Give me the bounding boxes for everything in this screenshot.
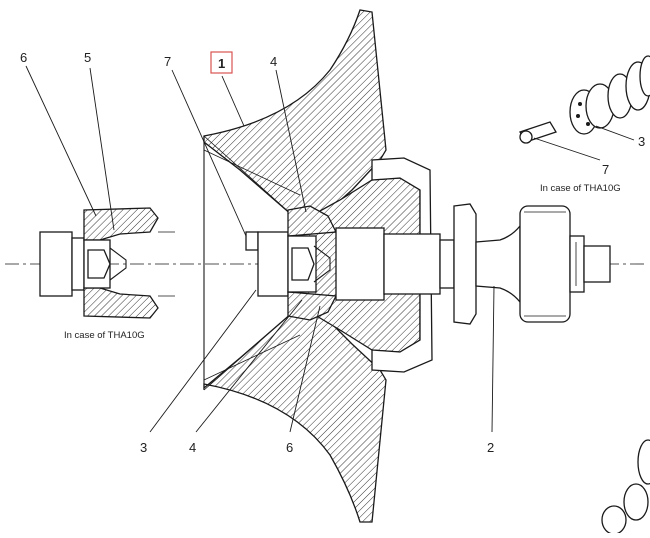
inner-cone-line-1	[203, 135, 301, 223]
left-hex-nut	[87, 249, 111, 279]
leader-5	[89, 67, 115, 231]
center-seal-lower	[287, 291, 338, 321]
callout-3-bottom: 3	[140, 440, 147, 455]
leader-6-left	[25, 65, 97, 217]
left-nut-lower-section	[83, 287, 159, 319]
inner-cone-line-3	[203, 149, 301, 196]
note-tha10g-left: In case of THA10G	[64, 330, 145, 341]
turbine-wheel-hub	[519, 205, 571, 323]
shaft	[335, 203, 611, 325]
leader-3-right	[595, 125, 635, 141]
shaft-body	[383, 233, 441, 295]
callout-5: 5	[84, 50, 91, 65]
shaft-end-washer	[569, 235, 585, 293]
thrust-collar	[453, 203, 477, 325]
callout-4-bottom: 4	[189, 440, 196, 455]
impeller-wheel	[203, 9, 433, 523]
left-nut-upper-section	[83, 207, 159, 241]
screw-head	[519, 130, 533, 144]
center-nut-assembly	[245, 205, 338, 321]
leader-lines	[25, 65, 635, 433]
leader-3-bottom	[149, 289, 257, 433]
impeller-upper-blade	[203, 9, 387, 223]
nut-hole-3	[586, 122, 590, 126]
partial-ring-3	[601, 505, 627, 535]
leader-1	[221, 75, 245, 127]
leader-4-bottom	[195, 299, 303, 433]
left-bolt-head	[39, 231, 73, 297]
center-cone	[313, 245, 331, 283]
partial-ring-2	[623, 483, 649, 521]
center-seal-upper	[287, 205, 338, 237]
callout-1-box	[210, 51, 233, 74]
impeller-lower-blade	[203, 305, 387, 523]
center-hex-nut	[291, 247, 315, 281]
leader-7-mid	[171, 69, 247, 237]
left-cone	[109, 247, 127, 281]
leader-7-right	[533, 137, 601, 161]
inner-cone-line-2	[203, 305, 301, 391]
leader-2	[491, 285, 495, 433]
left-stud	[71, 237, 85, 291]
center-pin	[245, 231, 259, 251]
callout-7-mid: 7	[164, 54, 171, 69]
callout-2: 2	[487, 440, 494, 455]
partial-ring-1	[637, 439, 650, 485]
bottom-right-partial-parts	[601, 439, 650, 535]
callout-1: 1	[218, 56, 225, 71]
callout-6-bottom: 6	[286, 440, 293, 455]
left-nut-detail	[39, 207, 175, 319]
callout-6-left: 6	[20, 50, 27, 65]
shaft-step	[439, 239, 455, 289]
callout-3-right: 3	[638, 134, 645, 149]
exploded-nut-parts	[519, 55, 650, 144]
shaft-sleeve	[335, 227, 385, 301]
nut-hole-2	[576, 114, 580, 118]
shaft-end-nut	[583, 245, 611, 283]
leader-6-bottom	[289, 305, 321, 433]
nut-hole-1	[578, 102, 582, 106]
callout-4-top: 4	[270, 54, 277, 69]
inner-cone-line-4	[203, 334, 301, 381]
shaft-neck	[475, 224, 521, 304]
center-bolt-head	[257, 231, 289, 297]
callout-7-right: 7	[602, 162, 609, 177]
note-tha10g-right: In case of THA10G	[540, 183, 621, 194]
leader-4-top	[275, 69, 307, 213]
exploded-ring-2	[639, 55, 650, 97]
